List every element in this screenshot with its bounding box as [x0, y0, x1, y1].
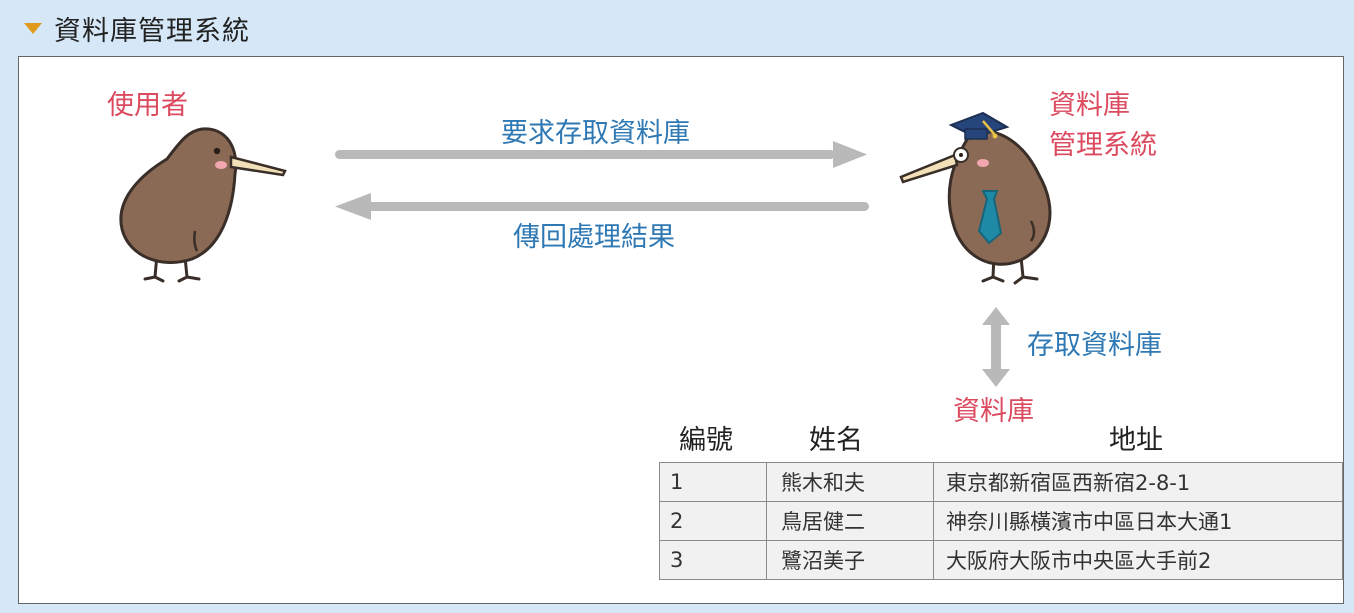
diagram-panel: 使用者 要求存取資料庫 傳回處理結果: [18, 56, 1344, 604]
row-id: 2: [659, 501, 767, 541]
dbms-kiwi-illustration: [899, 111, 1052, 285]
request-arrow: [335, 141, 867, 168]
request-label: 要求存取資料庫: [501, 118, 690, 149]
user-kiwi-illustration: [119, 127, 287, 283]
column-header-name: 姓名: [809, 425, 863, 456]
row-name: 鷺沼美子: [766, 540, 934, 580]
caret-down-icon[interactable]: [24, 22, 42, 34]
database-label: 資料庫: [953, 396, 1034, 427]
row-address: 大阪府大阪市中央區大手前2: [933, 540, 1343, 580]
dbms-label-line2: 管理系統: [1049, 130, 1157, 161]
row-name: 熊木和夫: [766, 462, 934, 502]
access-double-arrow: [982, 307, 1010, 387]
user-label: 使用者: [107, 90, 188, 121]
row-address: 神奈川縣橫濱市中區日本大通1: [933, 501, 1343, 541]
row-name: 鳥居健二: [766, 501, 934, 541]
table-row: 1 熊木和夫 東京都新宿區西新宿2-8-1: [659, 462, 1343, 502]
section-title: 資料庫管理系統: [54, 15, 250, 47]
return-label: 傳回處理結果: [513, 222, 675, 253]
row-address: 東京都新宿區西新宿2-8-1: [933, 462, 1343, 502]
column-header-address: 地址: [1109, 425, 1163, 456]
row-id: 3: [659, 540, 767, 580]
dbms-label-line1: 資料庫: [1049, 90, 1130, 121]
access-label: 存取資料庫: [1027, 330, 1162, 361]
database-table: 1 熊木和夫 東京都新宿區西新宿2-8-1 2 鳥居健二 神奈川縣橫濱市中區日本…: [659, 462, 1343, 580]
row-id: 1: [659, 462, 767, 502]
table-row: 2 鳥居健二 神奈川縣橫濱市中區日本大通1: [659, 501, 1343, 541]
table-row: 3 鷺沼美子 大阪府大阪市中央區大手前2: [659, 540, 1343, 580]
column-header-id: 編號: [679, 425, 733, 456]
return-arrow: [335, 193, 869, 220]
section-header[interactable]: 資料庫管理系統: [24, 10, 250, 47]
